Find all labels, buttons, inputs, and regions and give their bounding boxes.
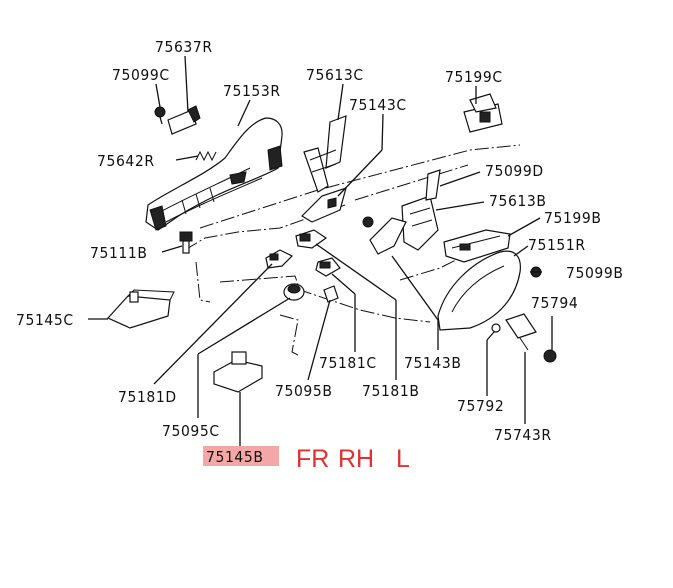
- label-75095C: 75095C: [162, 422, 220, 440]
- clip-75637R: [167, 105, 201, 135]
- clip-75181D: [265, 249, 294, 269]
- label-75199B: 75199B: [544, 209, 602, 227]
- annotation-l: L: [396, 445, 410, 473]
- annotation-rh: RH: [338, 445, 374, 473]
- spring-75642R: [195, 150, 217, 162]
- label-75613C: 75613C: [306, 66, 364, 84]
- washer-75792: [491, 323, 501, 333]
- highlight-75145B: [203, 446, 279, 466]
- annotations: FR RH L: [296, 445, 410, 473]
- label-75181C: 75181C: [319, 354, 377, 372]
- label-75143B: 75143B: [404, 354, 462, 372]
- label-75642R: 75642R: [97, 152, 155, 170]
- cover-75145B: [213, 351, 263, 393]
- bracket-75613C: [303, 115, 347, 193]
- grommet-75095B: [323, 285, 339, 303]
- label-75792: 75792: [457, 397, 504, 415]
- bolt-75111B: [179, 231, 193, 254]
- screw-75099D: [362, 216, 374, 228]
- label-75111B: 75111B: [90, 244, 148, 262]
- part-number-labels: 75637R 75099C 75153R 75613C 75199C 75143…: [16, 38, 624, 466]
- label-75613B: 75613B: [489, 192, 547, 210]
- label-75095B: 75095B: [275, 382, 333, 400]
- annotation-fr: FR: [296, 445, 329, 473]
- label-75143C: 75143C: [349, 96, 407, 114]
- label-75743R: 75743R: [494, 426, 552, 444]
- label-75145C: 75145C: [16, 311, 74, 329]
- clip-75181C: [315, 257, 341, 277]
- leader-lines: [88, 55, 553, 446]
- bracket-75143B: [369, 217, 407, 255]
- label-75181B: 75181B: [362, 382, 420, 400]
- label-75145B: 75145B: [206, 448, 264, 466]
- cover-75151R: [437, 250, 521, 331]
- bracket-75143C: [301, 187, 347, 223]
- label-75794: 75794: [531, 294, 578, 312]
- armrest-console: [145, 117, 283, 231]
- label-75637R: 75637R: [155, 38, 213, 56]
- label-75099D: 75099D: [485, 162, 544, 180]
- label-75181D: 75181D: [118, 388, 177, 406]
- label-75151R: 75151R: [528, 236, 586, 254]
- label-75199C: 75199C: [445, 68, 503, 86]
- bracket-75199C: [463, 93, 503, 133]
- screw-75099C: [154, 106, 166, 125]
- nut-75794: [543, 349, 557, 363]
- label-75099C: 75099C: [112, 66, 170, 84]
- label-75099B: 75099B: [566, 264, 624, 282]
- cover-75145C: [107, 289, 175, 329]
- label-75153R: 75153R: [223, 82, 281, 100]
- grommet-75095C: [283, 283, 305, 301]
- clip-75181B: [295, 229, 328, 249]
- bracket-75199B: [443, 229, 511, 263]
- bracket-75613B: [401, 169, 441, 251]
- buckle-75743R: [505, 313, 537, 351]
